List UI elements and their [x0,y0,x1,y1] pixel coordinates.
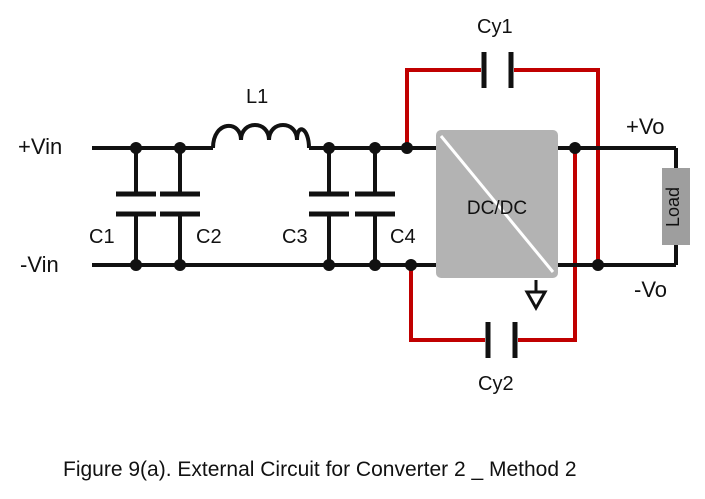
label-c3: C3 [282,226,308,248]
cy1-left-wire [405,68,481,148]
ground-icon [524,280,548,312]
cy2-left-wire [409,265,485,342]
capacitor-plates [116,52,518,358]
terminal-vo-negative: -Vo [634,277,667,302]
converter-diagonal [439,135,555,273]
terminal-vin-negative: -Vin [20,252,59,277]
load-resistor: Load [662,168,690,245]
main-wiring [92,123,678,267]
terminal-vo-positive: +Vo [626,114,665,139]
terminal-vin-positive: +Vin [18,134,62,159]
label-c4: C4 [390,226,416,248]
inductor-l1 [211,123,311,149]
y-capacitor-wiring [405,68,600,342]
converter-label: DC/DC [467,198,527,219]
cy1-right-wire [514,68,600,265]
label-l1: L1 [246,86,268,108]
load-label: Load [663,187,683,227]
figure-caption: Figure 9(a). External Circuit for Conver… [63,458,577,481]
label-c1: C1 [89,226,115,248]
junction-dots [130,142,604,271]
label-cy1: Cy1 [477,16,513,38]
cy2-right-wire [518,148,577,342]
label-c2: C2 [196,226,222,248]
label-cy2: Cy2 [478,373,514,395]
dcdc-converter-block: DC/DC [436,130,558,278]
